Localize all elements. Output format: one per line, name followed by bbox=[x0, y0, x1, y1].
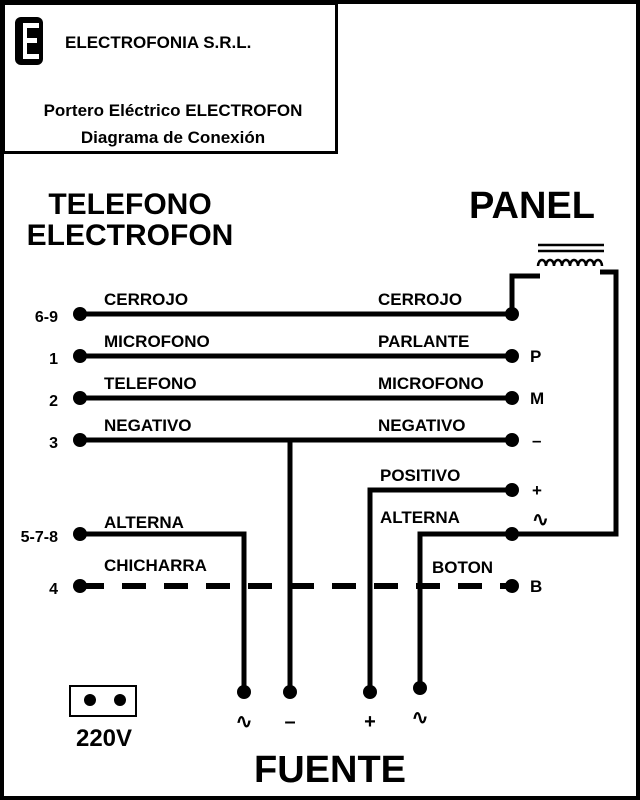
panel-heading: PANEL bbox=[469, 185, 595, 227]
panel-wire-label: BOTON bbox=[432, 558, 493, 577]
terminal-dot bbox=[505, 349, 519, 363]
company-name: ELECTROFONIA S.R.L. bbox=[65, 33, 252, 52]
terminal-dot bbox=[505, 433, 519, 447]
title-box: ELECTROFONIA S.R.L. Portero Eléctrico EL… bbox=[2, 2, 338, 154]
terminal-dot bbox=[73, 527, 87, 541]
wire-coil-alterna bbox=[512, 269, 619, 537]
subtitle-line-1: Portero Eléctrico ELECTROFON bbox=[43, 101, 303, 120]
telefono-wire-label: NEGATIVO bbox=[104, 416, 192, 435]
company-logo-icon bbox=[15, 17, 43, 65]
panel-wire-label: NEGATIVO bbox=[378, 416, 466, 435]
terminal-dot bbox=[73, 391, 87, 405]
panel-wire-label: POSITIVO bbox=[380, 466, 460, 485]
panel-wire-label: CERROJO bbox=[378, 290, 462, 309]
fuente-terminal-symbol: – bbox=[284, 711, 295, 733]
terminal-dot bbox=[283, 685, 297, 699]
telefono-wire-label: MICROFONO bbox=[104, 332, 210, 351]
transformer-coil-icon bbox=[536, 243, 604, 267]
outlet-voltage-label: 220V bbox=[76, 725, 132, 752]
terminal-dot bbox=[505, 527, 519, 541]
fuente-terminal-symbol: + bbox=[364, 711, 376, 733]
telefono-terminal-number: 2 bbox=[49, 393, 58, 410]
telefono-terminal-number: 6-9 bbox=[35, 309, 58, 326]
subtitle-line-2: Diagrama de Conexión bbox=[80, 128, 266, 147]
telefono-wire-label: TELEFONO bbox=[104, 374, 197, 393]
wire-alterna-telefono bbox=[80, 531, 247, 690]
wire-positivo bbox=[367, 487, 512, 690]
terminal-dot bbox=[363, 685, 377, 699]
terminal-dot bbox=[73, 433, 87, 447]
panel-wire-label: MICROFONO bbox=[378, 374, 484, 393]
fuente-terminal-symbol: ∿ bbox=[236, 711, 253, 733]
terminal-dot bbox=[505, 307, 519, 321]
panel-terminal-symbol: M bbox=[530, 389, 544, 408]
wire-alterna-panel bbox=[417, 531, 512, 686]
panel-wire-label: ALTERNA bbox=[380, 508, 460, 527]
panel-terminal-symbol: B bbox=[530, 577, 542, 596]
telefono-wire-label: CERROJO bbox=[104, 290, 188, 309]
terminal-dot bbox=[73, 307, 87, 321]
terminal-dot bbox=[237, 685, 251, 699]
terminal-dot bbox=[73, 579, 87, 593]
terminal-dot bbox=[413, 681, 427, 695]
telefono-terminal-number: 3 bbox=[49, 435, 58, 452]
telefono-heading-1: TELEFONO bbox=[48, 188, 211, 221]
panel-terminal-symbol: – bbox=[532, 431, 541, 450]
panel-terminal-symbol: P bbox=[530, 347, 541, 366]
telefono-terminal-number: 4 bbox=[49, 581, 58, 598]
telefono-heading-2: ELECTROFON bbox=[27, 219, 234, 252]
telefono-wire-label: ALTERNA bbox=[104, 513, 184, 532]
telefono-terminal-number: 1 bbox=[49, 351, 58, 368]
terminal-dot bbox=[505, 579, 519, 593]
telefono-wire-label: CHICHARRA bbox=[104, 556, 207, 575]
panel-terminal-symbol: + bbox=[532, 481, 542, 500]
fuente-terminal-symbol: ∿ bbox=[412, 707, 429, 729]
fuente-heading: FUENTE bbox=[254, 749, 406, 791]
terminal-dot bbox=[505, 483, 519, 497]
wire-cerrojo-coil bbox=[509, 273, 540, 314]
terminal-dot bbox=[505, 391, 519, 405]
telefono-terminal-number: 5-7-8 bbox=[21, 529, 58, 546]
panel-wire-label: PARLANTE bbox=[378, 332, 469, 351]
power-outlet-icon bbox=[69, 685, 137, 717]
panel-terminal-symbol: ∿ bbox=[532, 509, 549, 531]
terminal-dot bbox=[73, 349, 87, 363]
diagram-subtitle: Portero Eléctrico ELECTROFON Diagrama de… bbox=[5, 97, 341, 151]
